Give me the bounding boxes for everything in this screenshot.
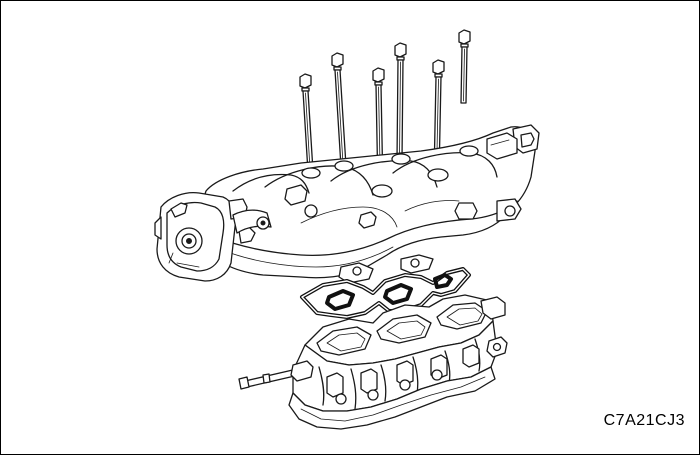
- upper-intake-manifold: [154, 124, 540, 284]
- bolt-2: [331, 52, 347, 168]
- figure-code-label: C7A21CJ3: [603, 412, 685, 429]
- bolt-6: [458, 29, 471, 104]
- lower-intake-manifold: [238, 294, 508, 430]
- manifold-gasket: [300, 267, 471, 319]
- bolt-1: [299, 73, 314, 173]
- bolt-4: [394, 42, 407, 161]
